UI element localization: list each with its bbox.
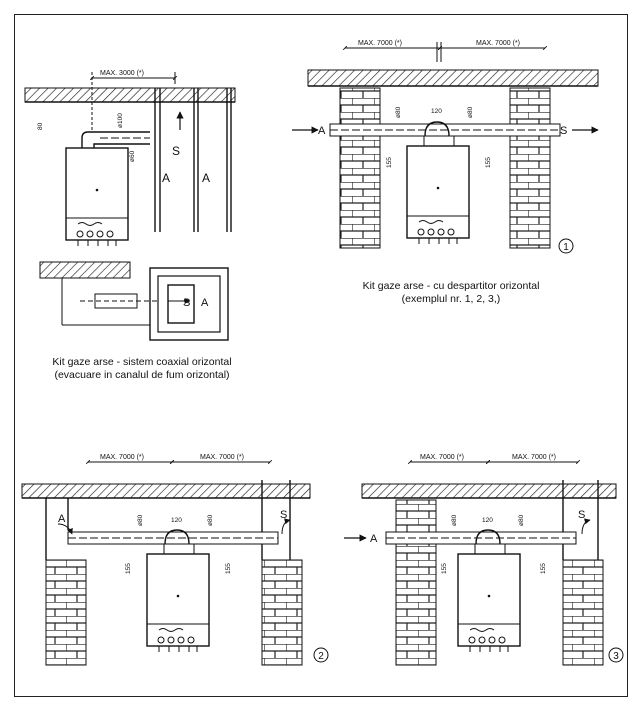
coaxial-caption-line1: Kit gaze arse - sistem coaxial orizontal [52, 356, 232, 368]
label-s: S [578, 509, 585, 521]
flue-channel [154, 88, 232, 232]
brick-wall-right [261, 559, 303, 666]
ceiling-hatch [361, 483, 617, 499]
example-number-circle [608, 647, 624, 663]
ceiling-hatch [24, 87, 236, 103]
dim-phi80-a: ø80 [137, 514, 144, 526]
section-label-a: A [201, 297, 209, 309]
dim-phi80-b: ø80 [207, 514, 214, 526]
label-a-2: A [202, 171, 210, 185]
dim-right: MAX. 7000 (*) [512, 454, 556, 461]
dim-120: 120 [431, 108, 442, 115]
coaxial-diagram: MAX. 3000 (*) 80 ø100 ø60 S A A [24, 70, 236, 341]
dim-phi100: ø100 [117, 113, 124, 128]
label-a: A [58, 513, 66, 525]
example-number-circle [313, 647, 329, 663]
dim-phi80-a: ø80 [395, 106, 402, 118]
splitter-fitting [424, 121, 450, 137]
dim-120: 120 [171, 517, 182, 524]
ceiling-hatch [307, 69, 599, 87]
splitter-diagram-1: MAX. 7000 (*) MAX. 7000 (*) A S ø80 ø80 … [292, 40, 599, 254]
dim-right: MAX. 7000 (*) [200, 454, 244, 461]
example-number-circle [558, 238, 574, 254]
brick-wall-left [339, 87, 381, 249]
label-a: A [370, 533, 378, 545]
label-s: S [280, 509, 287, 521]
brick-wall-left [45, 559, 87, 666]
dim-phi60: ø60 [129, 150, 136, 162]
splitter-caption-line1: Kit gaze arse - cu despartitor orizontal [362, 280, 540, 292]
dim-left: MAX. 7000 (*) [100, 454, 144, 461]
splitter-diagram-3: MAX. 7000 (*) MAX. 7000 (*) A S ø80 ø80 … [344, 454, 624, 666]
dim-155-a: 155 [441, 563, 448, 574]
dim-155-b: 155 [485, 157, 492, 168]
dim-155-a: 155 [386, 157, 393, 168]
coaxial-caption: Kit gaze arse - sistem coaxial orizontal… [22, 356, 262, 382]
diagram-frame [14, 14, 628, 697]
coaxial-caption-line2: (evacuare in canalul de fum orizontal) [54, 369, 230, 381]
splitter-diagram-2: MAX. 7000 (*) MAX. 7000 (*) A S ø80 ø80 … [21, 454, 329, 666]
boiler [457, 553, 521, 653]
splitter-caption-line2: (exemplul nr. 1, 2, 3,) [401, 293, 501, 305]
brick-wall-right [562, 559, 604, 666]
dim-80: 80 [37, 122, 44, 130]
dim-max-3000: MAX. 3000 (*) [100, 70, 144, 77]
dim-120: 120 [482, 517, 493, 524]
brick-wall-right [509, 87, 551, 249]
example-number: 2 [318, 651, 324, 662]
example-number: 3 [613, 651, 619, 662]
label-s: S [172, 144, 180, 158]
boiler [65, 147, 129, 247]
dim-phi80-b: ø80 [467, 106, 474, 118]
dim-phi80-a: ø80 [451, 514, 458, 526]
boiler [146, 553, 210, 653]
coaxial-pipe [81, 131, 150, 148]
chimney-section [149, 267, 229, 341]
dim-right: MAX. 7000 (*) [476, 40, 520, 47]
dim-phi80-b: ø80 [518, 514, 525, 526]
boiler [406, 145, 470, 245]
splitter-caption: Kit gaze arse - cu despartitor orizontal… [335, 280, 567, 306]
dim-155-b: 155 [225, 563, 232, 574]
label-s: S [560, 125, 567, 137]
dim-left: MAX. 7000 (*) [420, 454, 464, 461]
label-a: A [162, 171, 170, 185]
label-a: A [318, 125, 326, 137]
dim-155-a: 155 [125, 563, 132, 574]
ceiling-hatch [21, 483, 311, 499]
wall-section-hatch [39, 261, 131, 279]
brick-wall-left [395, 499, 437, 666]
example-number: 1 [563, 242, 569, 253]
dim-left: MAX. 7000 (*) [358, 40, 402, 47]
dim-155-b: 155 [540, 563, 547, 574]
section-label-s: S [183, 297, 190, 309]
